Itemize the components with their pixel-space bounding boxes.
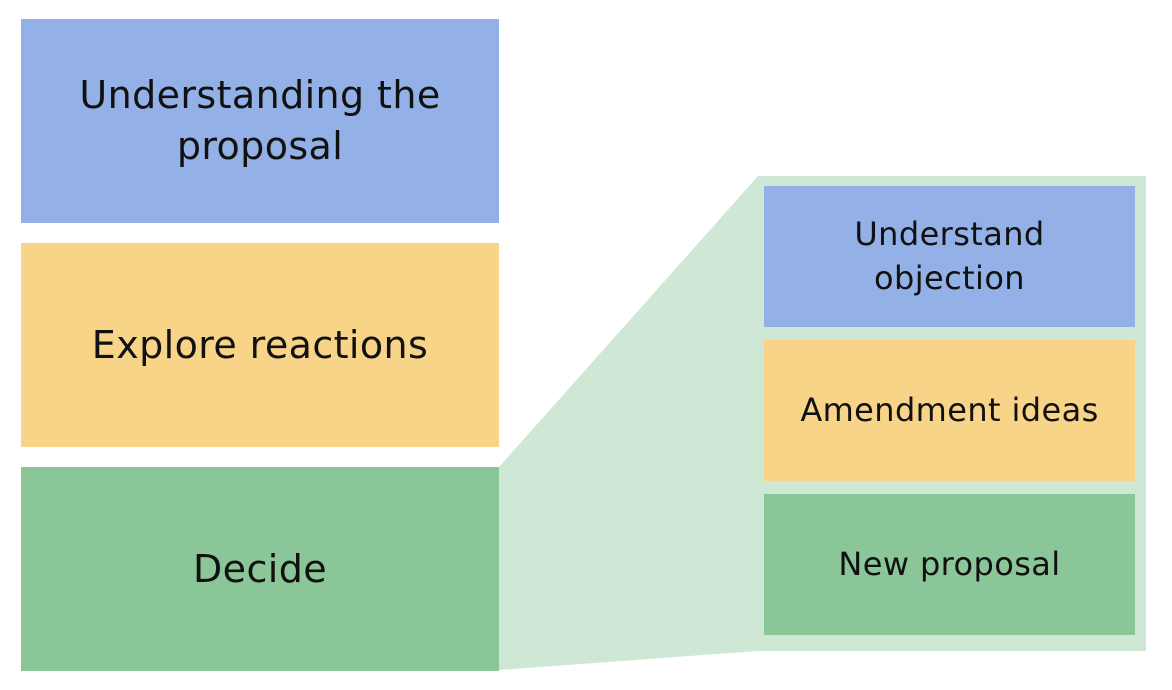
detail-step-amendment-ideas: Amendment ideas [764, 340, 1135, 481]
main-step-decide: Decide [21, 467, 499, 671]
detail-step-label: Understand objection [854, 215, 1045, 297]
detail-step-label: New proposal [838, 544, 1061, 583]
main-step-label: Explore reactions [91, 322, 429, 367]
main-step-explore-reactions: Explore reactions [21, 243, 499, 447]
detail-step-label: Amendment ideas [800, 390, 1099, 429]
main-step-understanding-proposal: Understanding the proposal [21, 19, 499, 223]
main-step-label: Decide [193, 546, 327, 591]
detail-step-new-proposal: New proposal [764, 494, 1135, 635]
detail-step-understand-objection: Understand objection [764, 186, 1135, 327]
main-step-label: Understanding the proposal [79, 73, 441, 168]
